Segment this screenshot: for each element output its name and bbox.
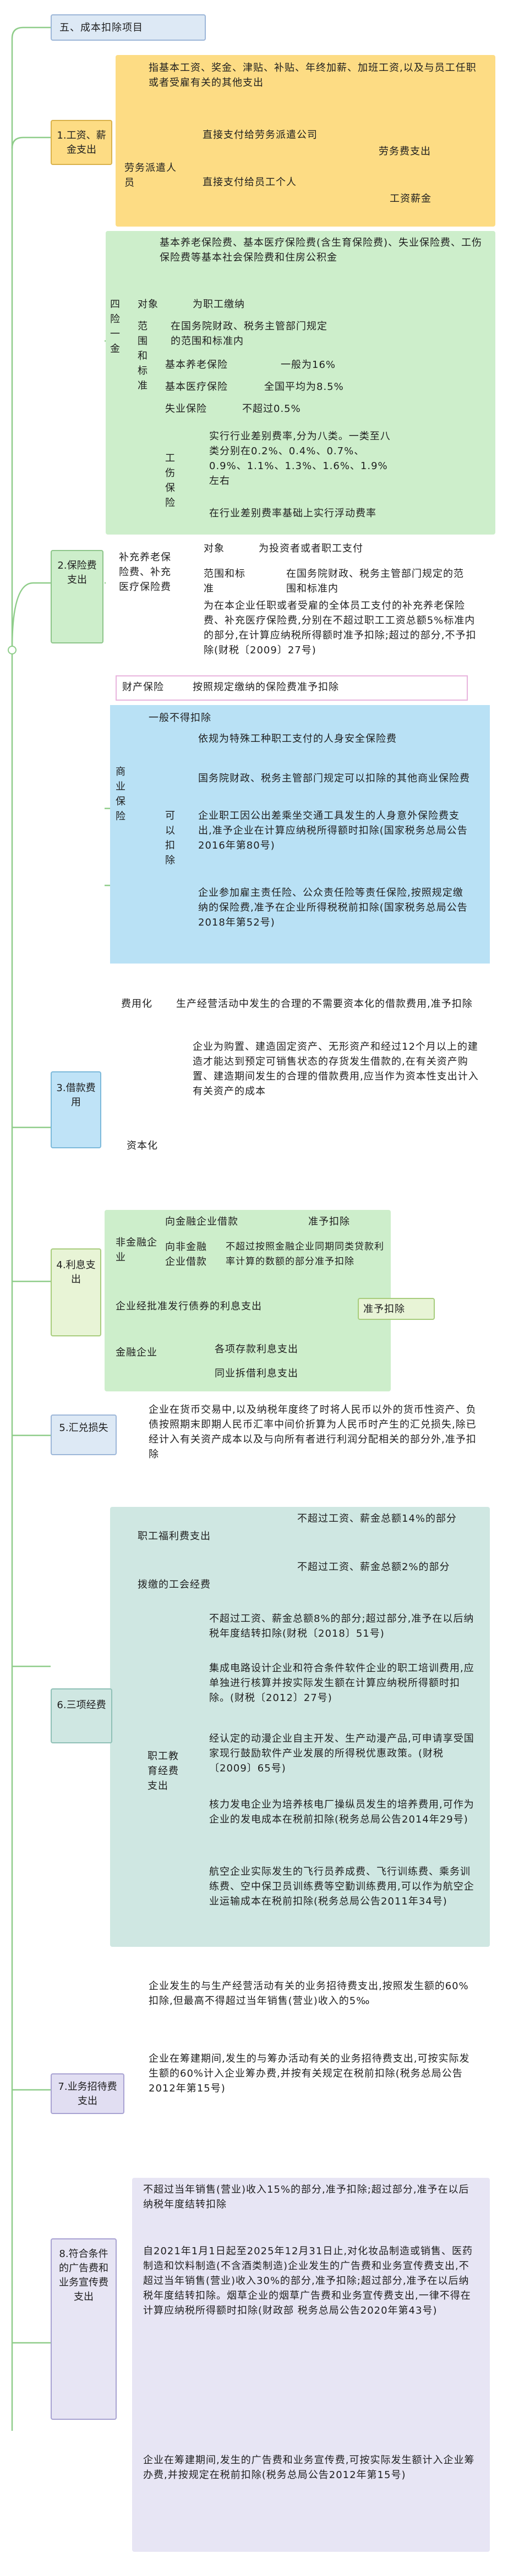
ads-text-1: 不超过当年销售(营业)收入15%的部分,准予扣除;超过部分,准予在以后纳税年度结… <box>143 2184 469 2210</box>
section-interest-label[interactable]: 4.利息支出 <box>51 1248 101 1336</box>
medical-v: 全国平均为8.5% <box>264 381 344 393</box>
pay-agency: 直接支付给劳务派遣公司 <box>203 129 318 141</box>
edu-item-2: 集成电路设计企业和符合条件软件企业的职工培训费用,应单独进行核算并按实际发生额在… <box>209 1663 474 1704</box>
unemp-k: 失业保险 <box>165 403 207 415</box>
property-insurance-label: 财产保险 <box>122 681 164 693</box>
section-entertainment-label-text: 7.业务招待费支出 <box>58 2081 117 2107</box>
interest-to-nonfin-v: 不超过按照金融企业同期同类贷款利率计算的数额的部分准予扣除 <box>226 1241 384 1267</box>
edu-k: 职工教育经费支出 <box>148 1751 179 1792</box>
commercial-item-3: 企业职工因公出差乘坐交通工具发生的人身意外保险费支出,准予企业在计算应纳税所得额… <box>198 810 468 851</box>
commercial-label: 商业保险 <box>116 766 126 822</box>
section-insurance-label-text: 2.保险费支出 <box>57 560 97 586</box>
supp-insurance-panel <box>106 539 495 674</box>
union-v: 不超过工资、薪金总额2%的部分 <box>297 1561 450 1573</box>
pay-staff-result: 工资薪金 <box>390 193 431 205</box>
pension-k: 基本养老保险 <box>165 359 228 371</box>
interest-allowed-text: 准予扣除 <box>363 1303 405 1315</box>
borrowing-panel <box>105 990 490 1166</box>
fx-loss-text: 企业在货币交易中,以及纳税年度终了时将人民币以外的货币性资产、负债按照期末即期人… <box>149 1404 477 1460</box>
supp-scope-k: 范围和标准 <box>204 568 245 595</box>
section-borrowing-label-text: 3.借款费用 <box>56 1082 96 1108</box>
social-object-k: 对象 <box>138 299 159 310</box>
supp-insurance-label: 补充养老保险费、补充医疗保险费 <box>119 552 171 593</box>
welfare-v: 不超过工资、薪金总额14%的部分 <box>297 1513 457 1524</box>
interest-bonds: 企业经批准发行债券的利息支出 <box>116 1301 262 1312</box>
union-k: 拨缴的工会经费 <box>138 1579 211 1590</box>
edu-item-1: 不超过工资、薪金总额8%的部分;超过部分,准予在以后纳税年度结转扣除(财税〔20… <box>209 1613 474 1639</box>
commercial-item-2: 国务院财政、税务主管部门规定可以扣除的其他商业保险费 <box>198 773 470 784</box>
commercial-insurance-panel <box>110 705 490 964</box>
commercial-not-deduct: 一般不得扣除 <box>149 712 211 724</box>
section-three-funds-label[interactable]: 6.三项经费 <box>51 1688 112 1743</box>
social-object-v: 为职工缴纳 <box>193 299 245 310</box>
root-title: 五、成本扣除项目 <box>59 22 143 34</box>
medical-k: 基本医疗保险 <box>165 381 228 393</box>
section-entertainment-label[interactable]: 7.业务招待费支出 <box>51 2073 124 2114</box>
section-insurance-label[interactable]: 2.保险费支出 <box>51 550 103 643</box>
entertainment-text-1: 企业发生的与生产经营活动有关的业务招待费支出,按照发生额的60%扣除,但最高不得… <box>149 1980 469 2007</box>
borrowing-capital-k: 资本化 <box>127 1140 158 1152</box>
pension-v: 一般为16% <box>281 359 336 371</box>
section-fx-loss-label[interactable]: 5.汇兑损失 <box>51 1414 117 1455</box>
interest-allowed-badge[interactable]: 准予扣除 <box>358 1298 435 1320</box>
edu-item-4: 核力发电企业为培养核电厂操纵员发生的培养费用,可作为企业的发电成本在税前扣除(税… <box>209 1799 474 1825</box>
supp-object-v: 为投资者或者职工支付 <box>259 543 363 554</box>
borrowing-expense-v: 生产经营活动中发生的合理的不需要资本化的借款费用,准予扣除 <box>176 998 473 1010</box>
edu-item-5: 航空企业实际发生的飞行员养成费、飞行训练费、乘务训练费、空中保卫员训练费等空勤训… <box>209 1866 474 1907</box>
social-insurance-list: 基本养老保险费、基本医疗保险费(含生育保险费)、失业保险费、工伤保险费等基本社会… <box>160 237 483 263</box>
unemp-v: 不超过0.5% <box>242 403 301 415</box>
borrowing-expense-k: 费用化 <box>121 998 152 1010</box>
ads-text-2: 自2021年1月1日起至2025年12月31日止,对化妆品制造或销售、医药制造和… <box>143 2245 473 2316</box>
ads-panel <box>132 2178 490 2552</box>
property-insurance-box[interactable] <box>116 675 468 701</box>
commercial-can-deduct: 可以扣除 <box>165 810 176 866</box>
social-scope-k: 范围和标准 <box>138 321 148 392</box>
pay-agency-result: 劳务费支出 <box>379 146 431 157</box>
entertainment-text-2: 企业在筹建期间,发生的与筹办活动有关的业务招待费支出,可按实际发生额的60%计入… <box>149 2053 470 2094</box>
property-insurance-text: 按照规定缴纳的保险费准予扣除 <box>193 681 339 693</box>
spine-junction-dot <box>8 646 17 654</box>
fx-loss-panel <box>138 1397 490 1496</box>
section-interest-label-text: 4.利息支出 <box>56 1259 96 1285</box>
edu-item-3: 经认定的动漫企业自主开发、生产动漫产品,可申请享受国家现行鼓励软件产业发展的所得… <box>209 1733 474 1774</box>
section-ads-label-text: 8.符合条件的广告费和业务宣传费支出 <box>59 2248 108 2303</box>
interest-to-nonfin: 向非金融企业借款 <box>165 1241 207 1268</box>
interest-fin-interbank: 同业拆借利息支出 <box>215 1368 298 1379</box>
interest-panel <box>105 1210 391 1391</box>
section-wages-label-text: 1.工资、薪金支出 <box>57 130 106 156</box>
interest-nonfin: 非金融企业 <box>116 1237 157 1263</box>
commercial-item-4: 企业参加雇主责任险、公众责任险等责任保险,按照规定缴纳的保险费,准予在企业所得税… <box>198 887 468 928</box>
social-scope-v: 在国务院财政、税务主管部门规定的范围和标准内 <box>171 321 327 347</box>
section-wages-panel <box>116 55 495 227</box>
root-node[interactable]: 五、成本扣除项目 <box>51 14 206 41</box>
interest-to-fin-v: 准予扣除 <box>308 1216 350 1228</box>
commercial-item-1: 依规为特殊工种职工支付的人身安全保险费 <box>198 733 397 745</box>
interest-fin-deposit: 各项存款利息支出 <box>215 1344 298 1355</box>
supp-object-k: 对象 <box>204 543 225 554</box>
three-funds-panel <box>110 1507 490 1947</box>
borrowing-capital-v: 企业为购置、建造固定资产、无形资产和经过12个月以上的建造才能达到预定可销售状态… <box>193 1041 479 1097</box>
supp-scope-v: 在国务院财政、税务主管部门规定的范围和标准内 <box>286 568 464 595</box>
interest-fin: 金融企业 <box>116 1347 157 1358</box>
injury-rates: 实行行业差别费率,分为八类。一类至八类分别在0.2%、0.4%、0.7%、0.9… <box>209 431 391 487</box>
welfare-k: 职工福利费支出 <box>138 1531 211 1542</box>
interest-to-fin: 向金融企业借款 <box>165 1216 238 1228</box>
section-three-funds-label-text: 6.三项经费 <box>57 1699 106 1711</box>
section-fx-loss-label-text: 5.汇兑损失 <box>59 1422 108 1434</box>
section-wages-label[interactable]: 1.工资、薪金支出 <box>51 120 112 165</box>
section-ads-label[interactable]: 8.符合条件的广告费和业务宣传费支出 <box>51 2238 117 2420</box>
ads-text-3: 企业在筹建期间,发生的广告费和业务宣传费,可按实际发生额计入企业筹办费,并按规定… <box>143 2454 475 2481</box>
section-borrowing-label[interactable]: 3.借款费用 <box>51 1071 101 1148</box>
injury-k: 工伤保险 <box>165 453 176 509</box>
entertainment-panel <box>138 1974 490 2156</box>
four-gold-label: 四险一金 <box>110 299 121 355</box>
injury-floating: 在行业差别费率基础上实行浮动费率 <box>209 508 376 519</box>
social-insurance-panel <box>106 231 495 535</box>
labor-dispatch-label: 劳务派遣人员 <box>124 162 177 189</box>
wages-description: 指基本工资、奖金、津贴、补贴、年终加薪、加班工资,以及与员工任职或者受雇有关的其… <box>149 62 477 89</box>
pay-staff: 直接支付给员工个人 <box>203 177 297 188</box>
supp-note: 为在本企业任职或者受雇的全体员工支付的补充养老保险费、补充医疗保险费,分别在不超… <box>204 600 477 656</box>
